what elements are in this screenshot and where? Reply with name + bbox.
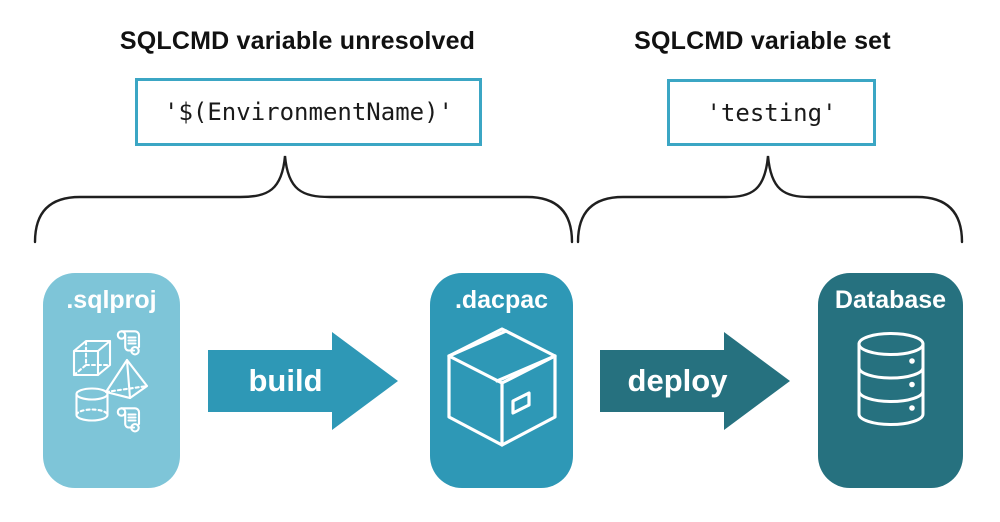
build-arrow-label: build [248, 363, 323, 398]
right-arrow-shape [600, 332, 790, 430]
right-arrow-shape [208, 332, 398, 430]
pyramid-icon [104, 358, 149, 400]
cylinder-icon [75, 387, 109, 422]
node-dacpac: .dacpac [430, 273, 573, 488]
braces [33, 155, 964, 244]
left-code-text: '$(EnvironmentName)' [164, 98, 453, 126]
package-icon [447, 327, 557, 447]
right-code-text: 'testing' [706, 98, 837, 127]
node-database: Database [818, 273, 963, 488]
database-icon [857, 332, 925, 426]
node-dacpac-label: .dacpac [454, 286, 549, 314]
node-sqlproj-label: .sqlproj [66, 286, 157, 314]
deploy-arrow-label: deploy [627, 363, 728, 398]
sql-objects-icons [72, 330, 149, 433]
right-brace [576, 155, 964, 244]
right-heading: SQLCMD variable set [634, 27, 891, 55]
right-code-box: 'testing' [667, 79, 876, 146]
left-heading: SQLCMD variable unresolved [119, 27, 476, 55]
left-brace [33, 155, 574, 244]
deploy-arrow: deploy [600, 332, 790, 430]
scroll-icon [116, 330, 141, 356]
left-code-box: '$(EnvironmentName)' [135, 78, 482, 146]
node-database-label: Database [834, 286, 947, 314]
node-sqlproj: .sqlproj [43, 273, 180, 488]
scroll-icon [116, 407, 141, 433]
cube-icon [72, 339, 112, 377]
build-arrow: build [208, 332, 398, 430]
